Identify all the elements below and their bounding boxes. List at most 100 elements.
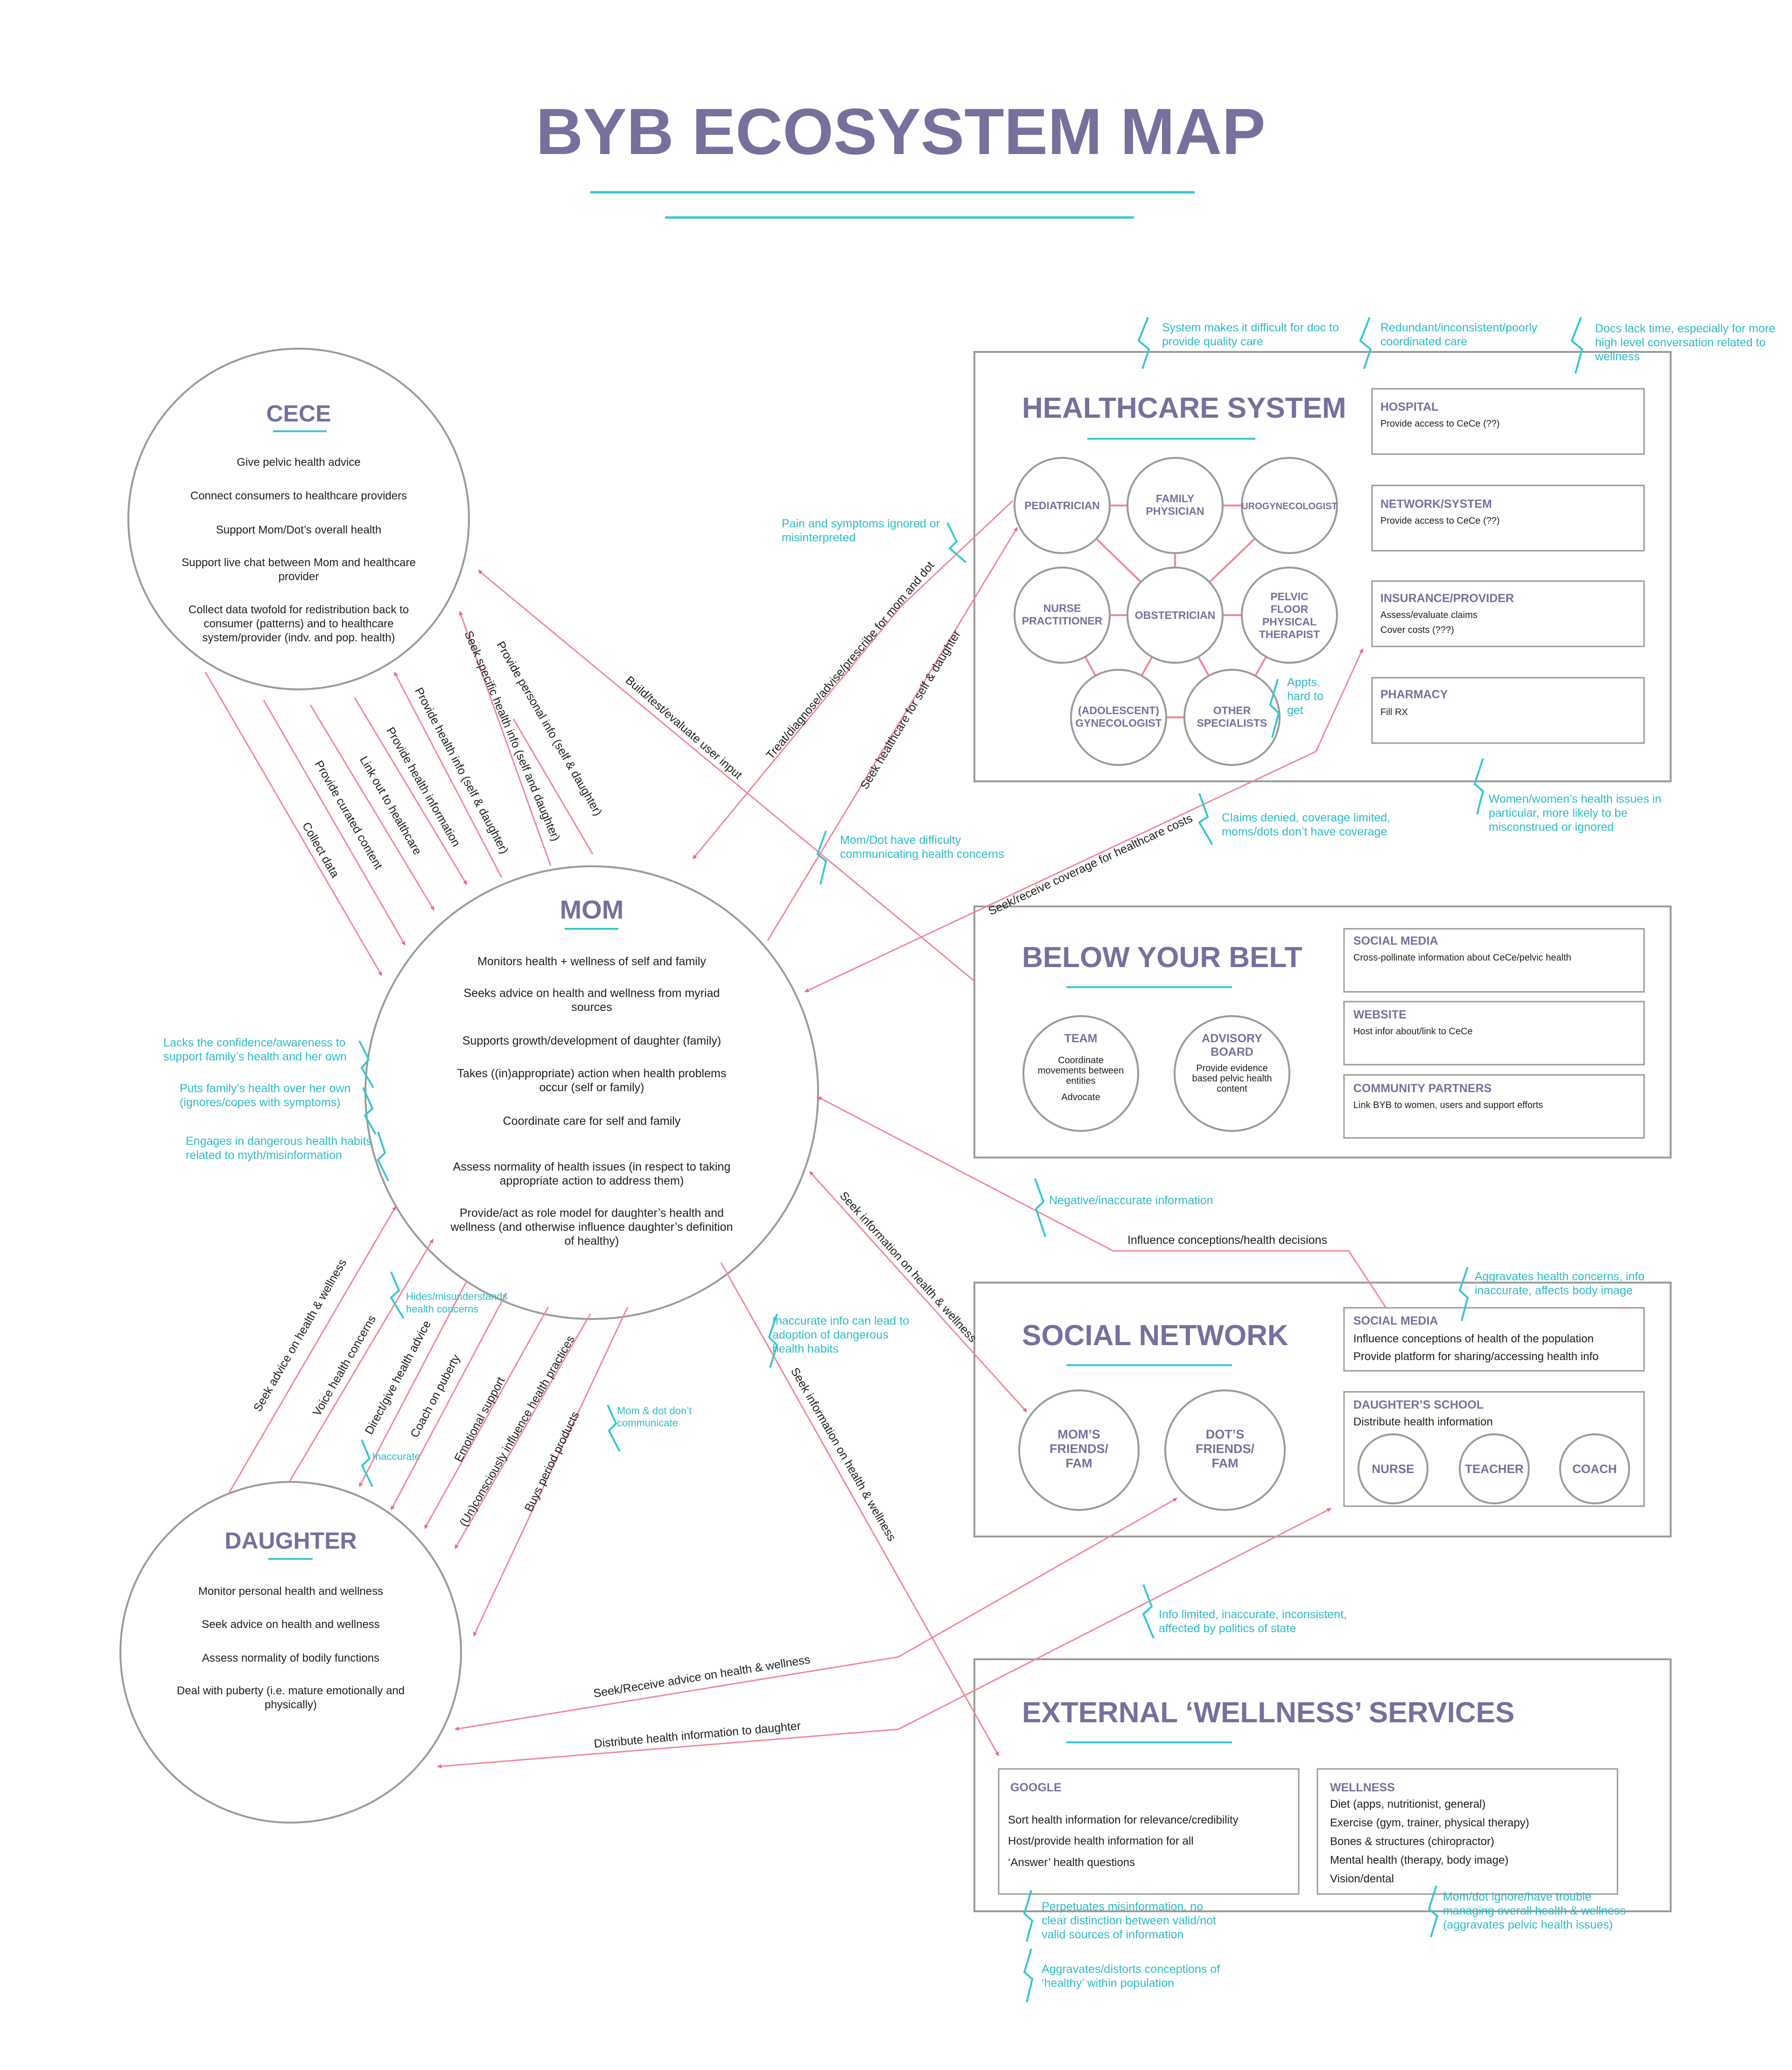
insurance-title: INSURANCE/PROVIDER xyxy=(1380,592,1514,605)
pain-point-9-line-2: support family’s health and her own xyxy=(163,1050,347,1063)
dots-friends-label-2: FRIENDS/ xyxy=(1196,1442,1255,1456)
pain-point-3-line-1: Docs lack time, especially for more xyxy=(1595,322,1775,335)
hospital-line: Provide access to CeCe (??) xyxy=(1380,419,1500,429)
external-wellness-section: EXTERNAL ‘WELLNESS’ SERVICES GOOGLE Sort… xyxy=(973,1658,1672,1912)
node-other-label-2: SPECIALISTS xyxy=(1197,717,1267,729)
pain-point-3-line-3: wellness xyxy=(1595,350,1640,363)
byb-website-line: Host infor about/link to CeCe xyxy=(1353,1026,1473,1037)
mom-title: MOM xyxy=(560,895,624,924)
pain-point-16-line-1: Mom & dot don’t xyxy=(617,1405,692,1417)
node-urogynecologist-label: UROGYNECOLOGIST xyxy=(1241,501,1337,512)
arrow-voice-concerns xyxy=(288,1239,434,1482)
cece-title: CECE xyxy=(266,400,331,427)
pain-point-8: Mom/Dot have difficulty communicating he… xyxy=(816,830,1004,885)
pain-point-6-line-1: Claims denied, coverage limited, xyxy=(1222,811,1390,824)
label-treat-diagnose: Treat/diagnose/advise/prescribe for mom … xyxy=(763,559,937,762)
healthcare-system-section: HEALTHCARE SYSTEM PEDIATRICIAN FAMILY PH… xyxy=(973,351,1672,782)
pain-point-5: Appts. hard to get xyxy=(1269,676,1323,738)
cece-item-5-line-3: system/provider (indv. and pop. health) xyxy=(202,632,395,644)
pain-point-15-line-3: health habits xyxy=(772,1342,839,1355)
pain-point-3: Docs lack time, especially for more high… xyxy=(1570,317,1775,374)
mom-item-4-line-2: occur (self or family) xyxy=(539,1081,644,1094)
team-line-4: Advocate xyxy=(1061,1092,1100,1102)
node-pediatrician: PEDIATRICIAN xyxy=(1014,457,1111,554)
google-line-1: Sort health information for relevance/cr… xyxy=(1008,1814,1239,1826)
social-network-section: SOCIAL NETWORK MOM’S FRIENDS/ FAM DOT’S … xyxy=(973,1282,1672,1537)
school-coach-circle: COACH xyxy=(1559,1433,1630,1504)
label-period-products: Buys period products xyxy=(522,1410,582,1514)
google-box: GOOGLE Sort health information for relev… xyxy=(998,1768,1300,1895)
pain-point-9: Lacks the confidence/awareness to suppor… xyxy=(163,1036,374,1088)
node-gyn-label-1: (ADOLESCENT) xyxy=(1078,704,1159,716)
arrow-link-out xyxy=(309,704,435,911)
network-system-box: NETWORK/SYSTEM Provide access to CeCe (?… xyxy=(1371,484,1645,552)
pain-point-4: Pain and symptoms ignored or misinterpre… xyxy=(782,517,967,563)
daughter-title: DAUGHTER xyxy=(224,1528,357,1554)
arrow-curated-content xyxy=(263,700,406,946)
moms-friends-circle: MOM’S FRIENDS/ FAM xyxy=(1018,1389,1140,1511)
daughter-circle: DAUGHTER Monitor personal health and wel… xyxy=(119,1481,462,1824)
node-family-physician-label-2: PHYSICIAN xyxy=(1146,505,1204,517)
wellness-line-2: Exercise (gym, trainer, physical therapy… xyxy=(1330,1817,1529,1829)
dots-friends-label-3: FAM xyxy=(1212,1456,1239,1470)
pain-point-20: Aggravates/distorts conceptions of ‘heal… xyxy=(1023,1948,1220,2003)
moms-friends-label-2: FRIENDS/ xyxy=(1050,1442,1109,1456)
social-media-line-2: Provide platform for sharing/accessing h… xyxy=(1353,1350,1599,1363)
pain-point-12: Negative/inaccurate information xyxy=(1034,1178,1213,1237)
wellness-title: WELLNESS xyxy=(1330,1781,1395,1794)
node-obstetrician: OBSTETRICIAN xyxy=(1127,567,1224,664)
byb-website-box: WEBSITE Host infor about/link to CeCe xyxy=(1343,1001,1645,1066)
wellness-line-5: Vision/dental xyxy=(1330,1873,1394,1885)
pain-point-2-line-1: Redundant/inconsistent/poorly xyxy=(1380,321,1538,334)
byb-team-circle: TEAM Coordinate movements between entiti… xyxy=(1022,1015,1139,1132)
team-line-3: entities xyxy=(1066,1076,1095,1086)
pain-point-5-line-1: Appts. xyxy=(1287,676,1320,689)
pain-point-18-line-2: affected by politics of state xyxy=(1159,1622,1296,1635)
pain-point-2-line-2: coordinated care xyxy=(1380,335,1467,348)
byb-website-title: WEBSITE xyxy=(1353,1008,1407,1021)
cece-item-4-line-1: Support live chat between Mom and health… xyxy=(182,556,416,569)
advisory-line-2: based pelvic health xyxy=(1192,1074,1272,1084)
moms-friends-label-1: MOM’S xyxy=(1057,1427,1100,1441)
pain-point-15-line-2: adoption of dangerous xyxy=(772,1328,889,1341)
school-teacher-circle: TEACHER xyxy=(1459,1433,1530,1504)
node-pelvic-label-4: THERAPIST xyxy=(1259,628,1320,640)
pain-point-14: Hides/misunderstands health concerns xyxy=(390,1271,508,1319)
dots-friends-label-1: DOT’S xyxy=(1206,1427,1245,1441)
pain-point-16-line-2: communicate xyxy=(617,1417,678,1429)
daughter-item-2: Seek advice on health and wellness xyxy=(202,1618,380,1631)
pain-point-1-line-1: System makes it difficult for doc to xyxy=(1162,321,1339,334)
pain-point-16: Mom & dot don’t communicate xyxy=(607,1404,692,1452)
node-nurse-practitioner-label-2: PRACTITIONER xyxy=(1022,615,1103,627)
arrow-seek-specific-info xyxy=(459,611,552,866)
arrow-coverage xyxy=(805,648,1364,993)
node-nurse-practitioner-label-1: NURSE xyxy=(1043,602,1081,614)
wellness-box: WELLNESS Diet (apps, nutritionist, gener… xyxy=(1316,1768,1618,1895)
insurance-line-2: Cover costs (???) xyxy=(1380,625,1454,635)
mom-item-5: Coordinate care for self and family xyxy=(503,1115,681,1128)
cece-item-3: Support Mom/Dot’s overall health xyxy=(216,524,381,536)
mom-item-7-line-2: wellness (and otherwise influence daught… xyxy=(450,1221,733,1234)
node-urogynecologist: UROGYNECOLOGIST xyxy=(1241,457,1338,554)
mom-item-4-line-1: Takes ((in)appropriate) action when heal… xyxy=(457,1067,727,1080)
cece-item-2: Connect consumers to healthcare provider… xyxy=(190,490,407,502)
label-influence: Influence conceptions/health decisions xyxy=(1127,1234,1327,1247)
pain-point-2: Redundant/inconsistent/poorly coordinate… xyxy=(1359,317,1538,369)
arrow-direct-advice xyxy=(358,1281,468,1487)
team-line-2: movements between xyxy=(1038,1066,1124,1076)
pain-point-20-line-2: ‘healthy’ within population xyxy=(1042,1977,1174,1990)
daughter-item-4-line-1: Deal with puberty (i.e. mature emotional… xyxy=(177,1684,405,1697)
hospital-box: HOSPITAL Provide access to CeCe (??) xyxy=(1371,388,1645,455)
wellness-line-3: Bones & structures (chiropractor) xyxy=(1330,1835,1494,1848)
hospital-title: HOSPITAL xyxy=(1380,400,1439,414)
pain-point-21-line-1: Mom/dot ignore/have trouble xyxy=(1443,1890,1591,1903)
network-system-title: NETWORK/SYSTEM xyxy=(1380,498,1492,511)
label-coverage: Seek/receive coverage for healthcare cos… xyxy=(986,812,1194,918)
pain-point-5-line-2: hard to xyxy=(1287,690,1323,703)
pain-point-15-line-1: Inaccurate info can lead to xyxy=(772,1314,909,1327)
pain-point-10: Puts family’s health over her own (ignor… xyxy=(180,1082,377,1135)
pain-point-18-line-1: Info limited, inaccurate, inconsistent, xyxy=(1159,1608,1347,1621)
byb-community-title: COMMUNITY PARTNERS xyxy=(1353,1082,1491,1095)
school-teacher-label: TEACHER xyxy=(1465,1462,1524,1476)
pain-point-6-line-2: moms/dots don’t have coverage xyxy=(1222,825,1387,838)
